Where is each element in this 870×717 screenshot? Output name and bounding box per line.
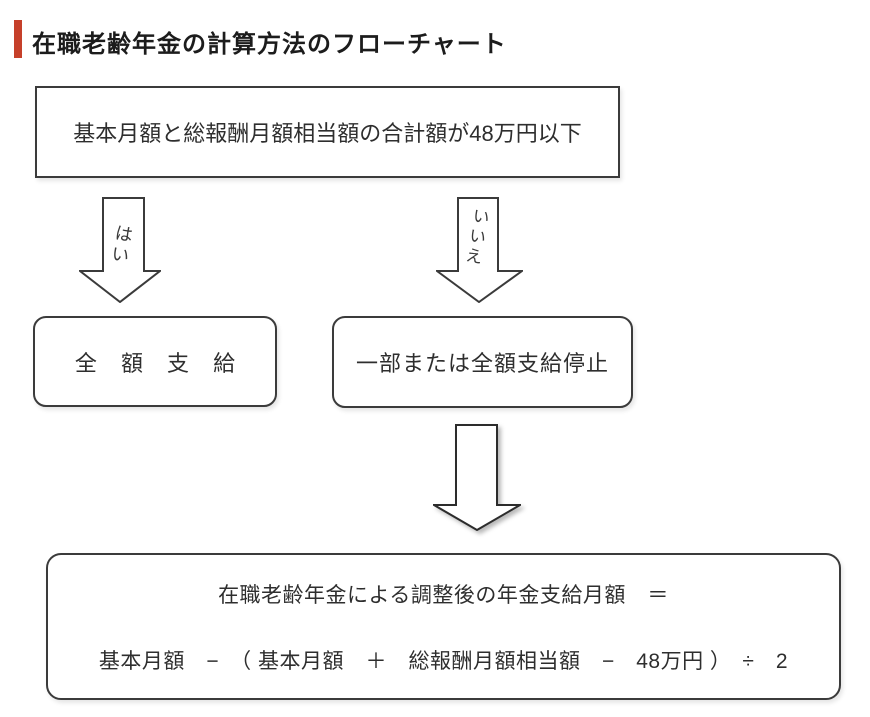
condition-box: 基本月額と総報酬月額相当額の合計額が48万円以下 (35, 86, 620, 178)
yes-result-box: 全 額 支 給 (33, 316, 277, 407)
no-arrow-down-icon (436, 197, 523, 303)
yes-result-label: 全 額 支 給 (74, 350, 245, 376)
no-result-label: 一部または全額支給停止 (355, 351, 609, 376)
title-accent-bar (14, 20, 22, 58)
condition-box-label: 基本月額と総報酬月額相当額の合計額が48万円以下 (73, 121, 582, 146)
formula-box: 在職老齢年金による調整後の年金支給月額 ＝ 基本月額 − （ 基本月額 ＋ 総報… (46, 553, 841, 700)
yes-arrow-down-icon (79, 197, 161, 303)
no-result-box: 一部または全額支給停止 (332, 316, 633, 408)
formula-line-1: 在職老齢年金による調整後の年金支給月額 ＝ (218, 583, 669, 607)
formula-line-2: 基本月額 − （ 基本月額 ＋ 総報酬月額相当額 − 48万円 ） ÷ 2 (98, 649, 789, 673)
page-title: 在職老齢年金の計算方法のフローチャート (32, 31, 507, 58)
formula-arrow-down-icon (433, 424, 521, 531)
